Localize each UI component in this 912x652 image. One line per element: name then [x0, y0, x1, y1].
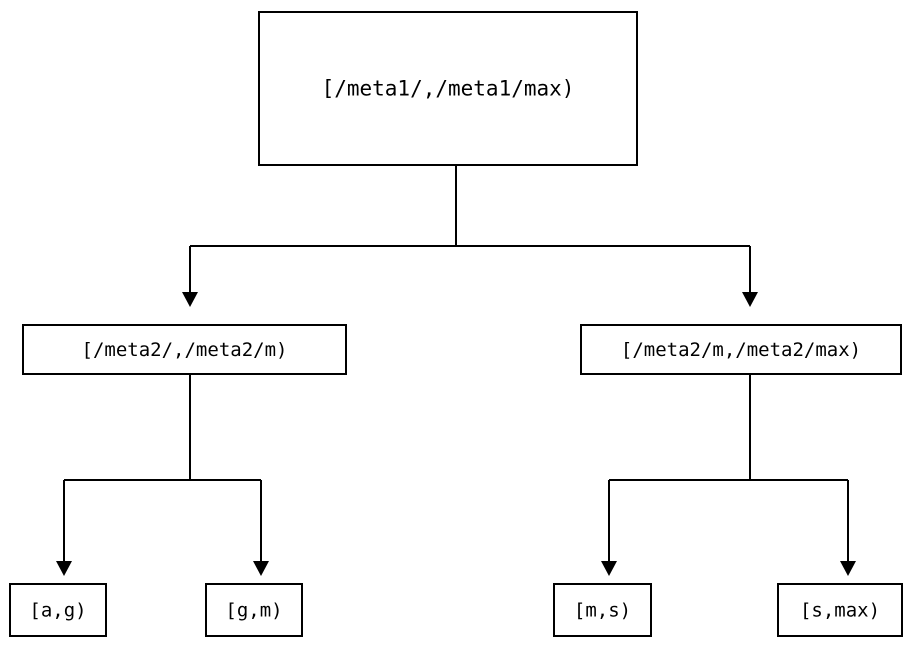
- node-leaf-ms[interactable]: [m,s): [553, 583, 652, 637]
- arrow-head-icon: [840, 561, 856, 576]
- edge-root-to-midright: [455, 166, 758, 307]
- node-box[interactable]: [580, 324, 902, 375]
- edges-layer: [56, 166, 856, 576]
- arrow-head-icon: [742, 292, 758, 307]
- node-label: [a,g): [29, 600, 86, 622]
- node-mid-right[interactable]: [/meta2/m,/meta2/max): [580, 324, 902, 375]
- node-box[interactable]: [258, 11, 638, 166]
- edge-midleft-to-leafag: [56, 375, 191, 576]
- edge-midright-to-leafsmax: [749, 375, 856, 576]
- node-leaf-gm[interactable]: [g,m): [205, 583, 303, 637]
- edge-root-to-midleft: [182, 166, 457, 307]
- node-leaf-smax[interactable]: [s,max): [777, 583, 903, 637]
- edge-midright-to-leafms: [601, 375, 751, 576]
- arrow-head-icon: [601, 561, 617, 576]
- node-label: [m,s): [574, 600, 631, 622]
- node-label: [/meta2/m,/meta2/max): [621, 339, 861, 361]
- node-label: [/meta1/,/meta1/max): [322, 77, 575, 101]
- arrow-head-icon: [56, 561, 72, 576]
- node-box[interactable]: [553, 583, 652, 637]
- node-box[interactable]: [205, 583, 303, 637]
- node-leaf-ag[interactable]: [a,g): [9, 583, 107, 637]
- node-root[interactable]: [/meta1/,/meta1/max): [258, 11, 638, 166]
- node-label: [s,max): [800, 600, 880, 622]
- node-box[interactable]: [777, 583, 903, 637]
- nodes-layer: [/meta1/,/meta1/max) [/meta2/,/meta2/m) [/…: [9, 11, 903, 637]
- node-mid-left[interactable]: [/meta2/,/meta2/m): [22, 324, 347, 375]
- node-box[interactable]: [22, 324, 347, 375]
- node-box[interactable]: [9, 583, 107, 637]
- arrow-head-icon: [182, 292, 198, 307]
- arrow-head-icon: [253, 561, 269, 576]
- node-label: [g,m): [225, 600, 282, 622]
- edge-midleft-to-leafgm: [189, 375, 269, 576]
- node-label: [/meta2/,/meta2/m): [82, 339, 288, 361]
